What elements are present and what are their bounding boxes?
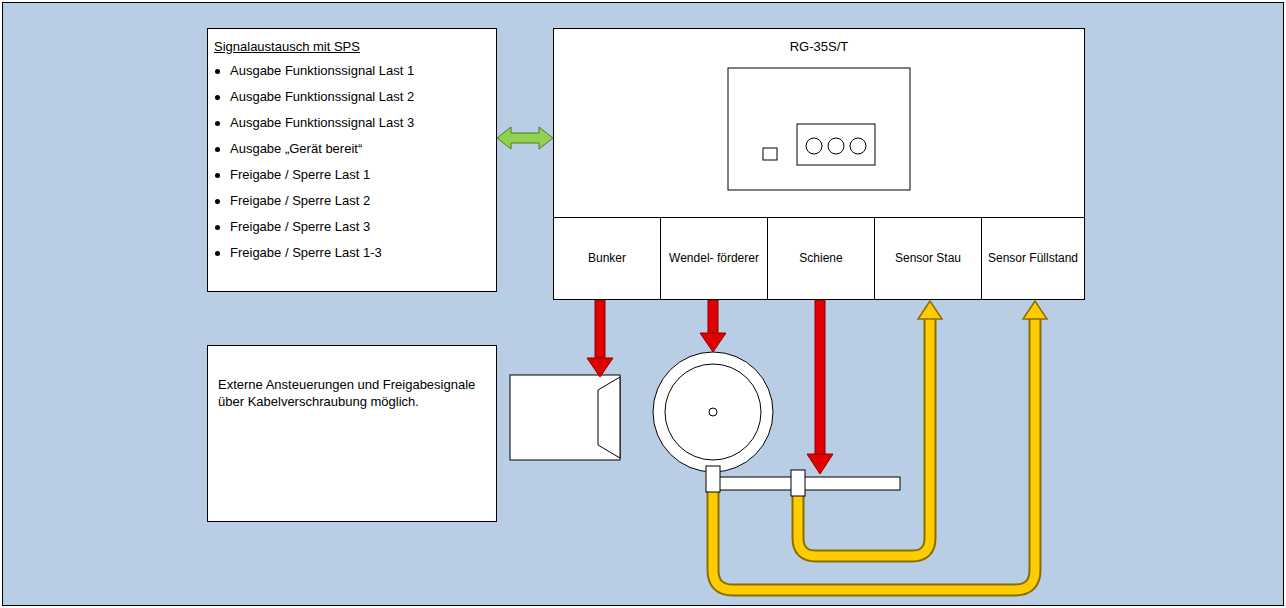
arrow-head — [700, 333, 726, 352]
cell-label: Sensor Stau — [895, 251, 961, 266]
knob — [850, 138, 866, 154]
bullet-dot — [215, 199, 220, 204]
bullet-dot — [215, 95, 220, 100]
output-cell: Schiene — [767, 217, 875, 300]
cable-fill — [713, 318, 1035, 590]
output-cell: Bunker — [553, 217, 661, 300]
arrow-shaft — [708, 300, 718, 334]
signal-item: Freigabe / Sperre Last 1 — [230, 167, 496, 183]
signal-item: Ausgabe „Gerät bereit“ — [230, 141, 496, 157]
controller-box: RG-35S/T Bunker Wendel- förderer Schiene Sen… — [553, 28, 1085, 300]
arrow-head — [918, 301, 942, 319]
rail-sensor — [791, 470, 805, 496]
note-text: Externe Ansteuerungen und Freigabesignal… — [218, 376, 486, 410]
bullet-dot — [215, 121, 220, 126]
signal-item: Freigabe / Sperre Last 2 — [230, 193, 496, 209]
device-title: RG-35S/T — [554, 39, 1084, 55]
knob — [806, 138, 822, 154]
signal-item: Freigabe / Sperre Last 1-3 — [230, 245, 496, 261]
signal-item: Ausgabe Funktionssignal Last 3 — [230, 115, 496, 131]
knob-panel — [797, 124, 875, 165]
rail — [713, 477, 900, 490]
bullet-dot — [215, 147, 220, 152]
bowl-sensor — [706, 466, 720, 492]
note-box: Externe Ansteuerungen und Freigabesignal… — [207, 345, 497, 522]
signal-arrow — [497, 127, 553, 149]
output-cell: Wendel- förderer — [660, 217, 768, 300]
cell-label: Sensor Füllstand — [988, 251, 1078, 266]
signal-item: Ausgabe Funktionssignal Last 2 — [230, 89, 496, 105]
sensor-cable-stau — [798, 301, 942, 556]
input-cell: Sensor Stau — [874, 217, 982, 300]
arrow-head — [1023, 301, 1047, 319]
bowl-outer — [653, 352, 773, 472]
arrow-shaft — [595, 300, 605, 360]
cell-label: Schiene — [799, 251, 842, 266]
arrow-head — [807, 454, 833, 474]
arrow-shaft — [815, 300, 825, 455]
input-cell: Sensor Füllstand — [981, 217, 1085, 300]
bunker-body — [510, 375, 620, 460]
bullet-dot — [215, 69, 220, 74]
drive-arrow-bowl — [700, 300, 726, 352]
signal-list-box: Signalaustausch mit SPS Ausgabe Funktions… — [207, 28, 497, 292]
bullet-dot — [215, 251, 220, 256]
list-heading: Signalaustausch mit SPS — [214, 39, 496, 55]
signal-item: Ausgabe Funktionssignal Last 1 — [230, 63, 496, 79]
cell-label: Bunker — [588, 251, 626, 266]
bowl-center — [709, 408, 717, 416]
cell-label: Wendel- förderer — [669, 251, 759, 266]
display-frame — [728, 68, 910, 190]
bullet-dot — [215, 225, 220, 230]
drive-arrow-rail — [807, 300, 833, 474]
bowl-inner — [665, 364, 761, 460]
cable-outline — [713, 318, 1035, 590]
signal-item: Freigabe / Sperre Last 3 — [230, 219, 496, 235]
arrow-head — [587, 358, 613, 377]
bullet-dot — [215, 173, 220, 178]
drive-arrow-bunker — [587, 300, 613, 377]
status-led — [763, 148, 777, 160]
bunker-funnel — [598, 377, 620, 458]
knob — [828, 138, 844, 154]
